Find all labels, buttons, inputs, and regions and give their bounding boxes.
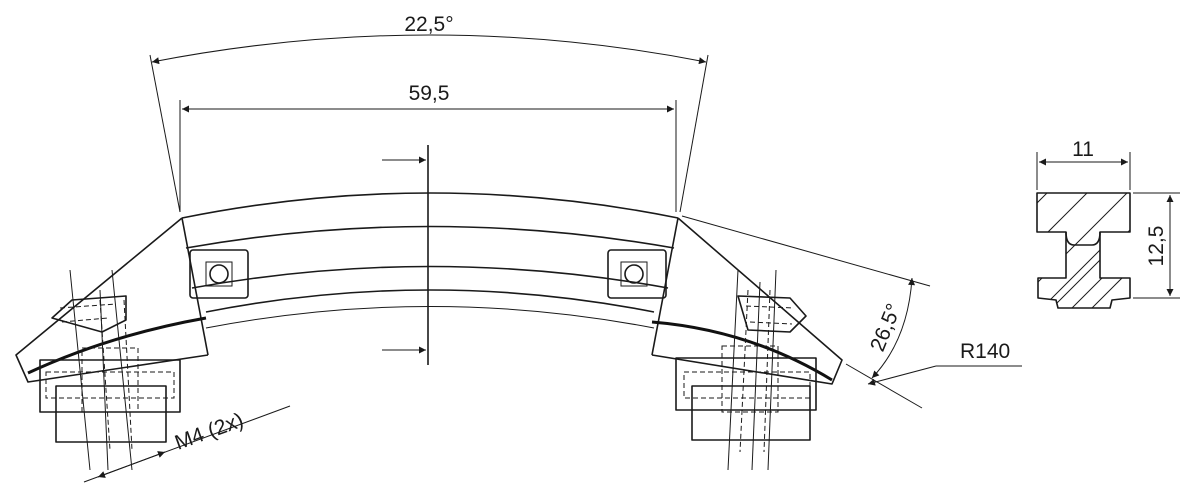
dimension-angle-top: 22,5°	[149, 13, 709, 213]
dimension-width-top: 59,5	[179, 82, 677, 212]
angle-top-label: 22,5°	[404, 13, 453, 36]
bolt-head-left	[209, 264, 229, 284]
hex-nut-left	[205, 261, 233, 287]
section-height-label: 12,5	[1145, 226, 1168, 267]
joint-left	[15, 217, 209, 471]
section-width-label: 11	[1072, 138, 1094, 161]
width-top-label: 59,5	[409, 82, 450, 105]
joint-right	[651, 217, 843, 471]
thread-label: M4 (2x)	[172, 409, 247, 455]
angle-side-label: 26,5°	[866, 300, 906, 354]
dimension-radius: R140	[867, 340, 1022, 386]
bolt-head-right	[624, 264, 644, 284]
dimension-angle-side: 26,5°	[681, 215, 931, 409]
mounting-tab-left	[189, 249, 249, 299]
curved-rail-segment	[181, 145, 679, 365]
dimension-thread: M4 (2x)	[83, 405, 291, 483]
hex-nut-right	[620, 261, 648, 287]
rail-cross-section: 11 12,5	[1036, 138, 1180, 309]
radius-label: R140	[960, 340, 1010, 363]
mounting-tab-right	[607, 249, 667, 299]
